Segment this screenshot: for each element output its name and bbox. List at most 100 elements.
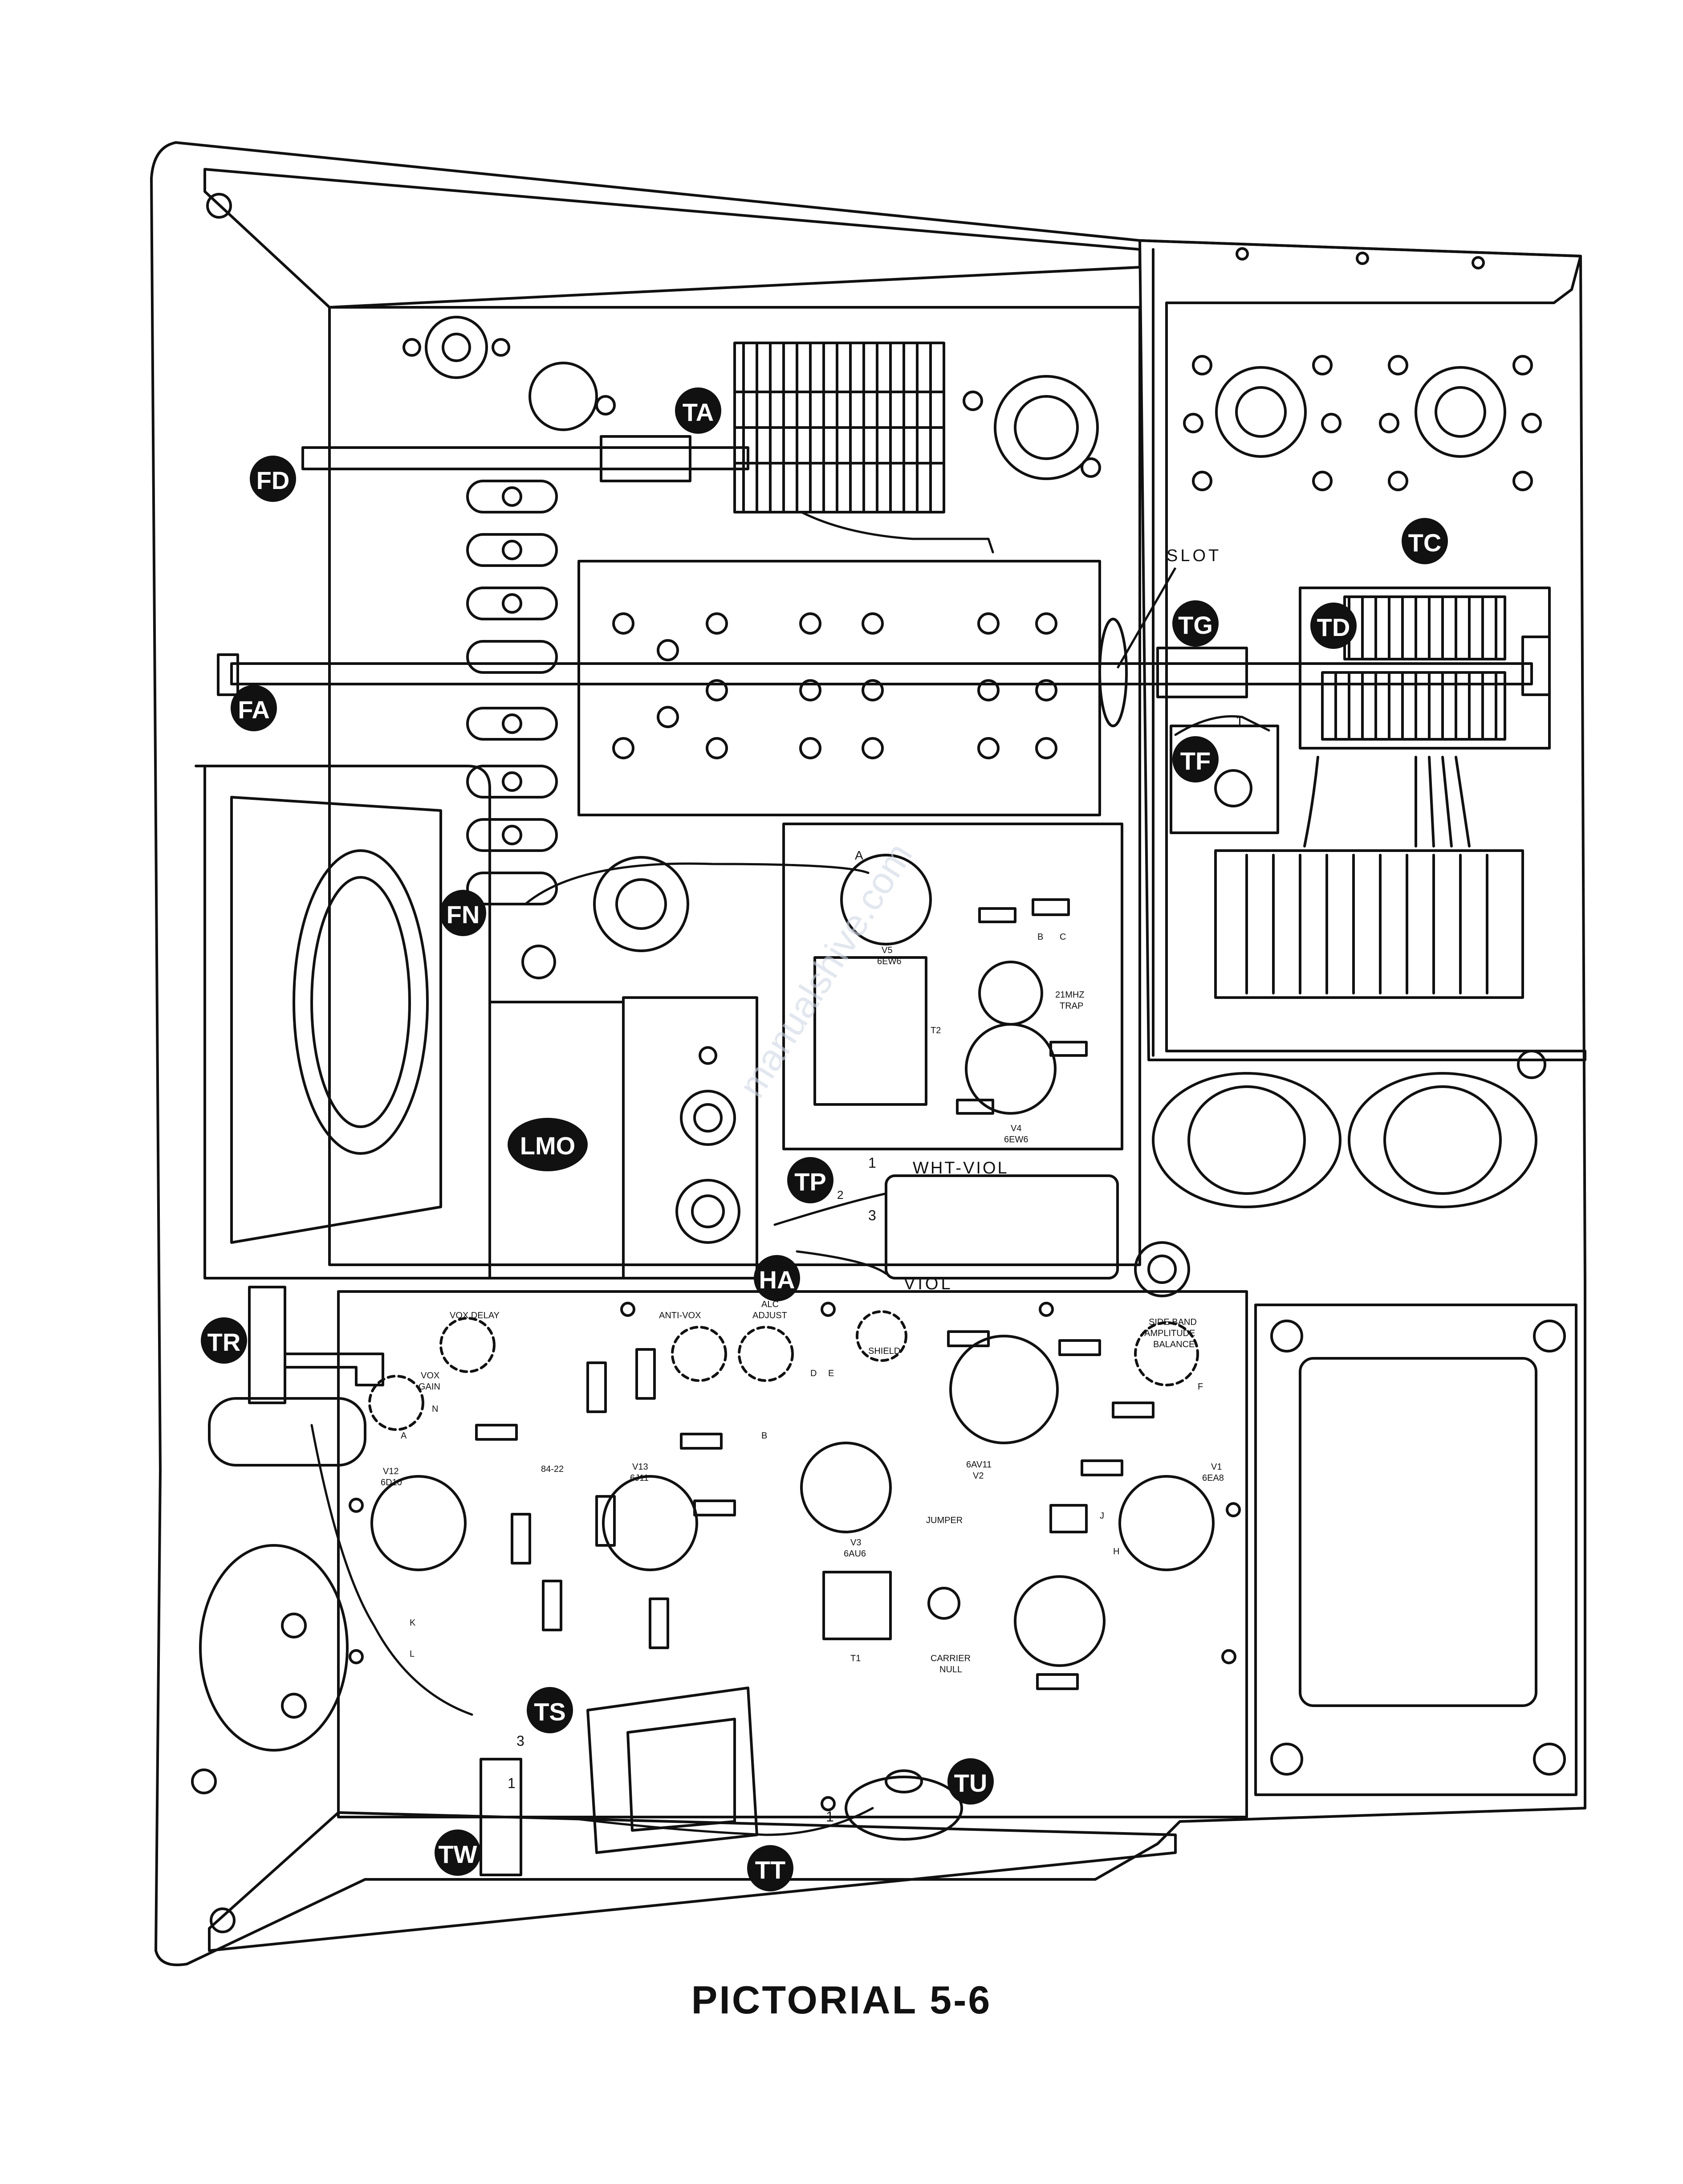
filter-capacitor [199, 1544, 349, 1752]
tf-bracket [1170, 725, 1279, 834]
screw [963, 391, 983, 411]
meter-frame [195, 765, 491, 1279]
svg-text:TF: TF [1180, 747, 1211, 775]
label-pt-a: A [401, 1431, 407, 1441]
svg-text:TP: TP [794, 1168, 826, 1196]
perforated-plate [577, 560, 1101, 816]
svg-text:FA: FA [238, 696, 270, 724]
power-transistors [1134, 1050, 1546, 1297]
label-pin-1: 1 [1236, 713, 1244, 729]
chassis-screw [191, 1768, 217, 1794]
svg-text:FD: FD [256, 466, 290, 494]
callout-tu: TU [947, 1758, 994, 1805]
grommet [521, 945, 556, 979]
label-pin-2: 2 [837, 1188, 843, 1202]
label-v2-type: V2 [973, 1471, 984, 1481]
tube-socket [1215, 366, 1506, 458]
label-slot: SLOT [1167, 546, 1221, 565]
label-vox-gain-2: GAIN [419, 1382, 440, 1392]
label-pt-b: B [1037, 932, 1043, 942]
svg-text:TU: TU [954, 1769, 988, 1797]
label-v1-type: 6EA8 [1202, 1473, 1224, 1483]
label-pin-1: 1 [826, 1809, 834, 1825]
label-pt-k: K [410, 1618, 416, 1628]
svg-text:LMO: LMO [520, 1132, 575, 1160]
label-v2: 6AV11 [966, 1460, 992, 1470]
label-pt-f: F [1198, 1382, 1203, 1392]
blank-panel [885, 1174, 1119, 1279]
label-v13: V13 [632, 1462, 648, 1472]
potentiometer-tu [845, 1769, 963, 1841]
label-v3: V3 [850, 1538, 861, 1548]
callout-fd: FD [250, 456, 296, 502]
callout-tp: TP [787, 1157, 833, 1203]
svg-text:TR: TR [207, 1328, 241, 1356]
label-v12: V12 [383, 1467, 399, 1476]
band-switch [733, 342, 945, 513]
callout-fa: FA [231, 685, 277, 731]
wiring [310, 511, 1270, 1836]
label-pt-l: L [410, 1649, 415, 1659]
label-sideband-3: BALANCE [1153, 1340, 1195, 1349]
svg-text:TD: TD [1317, 613, 1350, 641]
label-pin-1: 1 [508, 1775, 516, 1791]
small-socket-inner [442, 333, 471, 362]
chassis-screw [210, 1907, 236, 1933]
svg-text:FN: FN [447, 900, 480, 929]
callout-td: TD [1310, 603, 1357, 649]
small-transformer [480, 1687, 758, 1876]
terminal-strips [466, 480, 558, 905]
label-viol: VIOL [904, 1275, 953, 1293]
potentiometer [528, 362, 598, 431]
label-jumper: JUMPER [926, 1516, 963, 1525]
svg-text:TG: TG [1178, 611, 1213, 639]
label-v12-type: 6D10 [381, 1478, 402, 1487]
tf-nut [1214, 769, 1252, 807]
label-shield: SHIELD [868, 1346, 900, 1356]
coil [1214, 756, 1524, 999]
shield-box-wall [1152, 248, 1168, 1057]
component-labels: SLOT WHT-VIOL VIOL 1 2 3 1 3 1 1 A B C V… [381, 546, 1244, 1825]
callout-tc: TC [1402, 518, 1448, 564]
callout-lmo: LMO [508, 1118, 588, 1171]
callout-ts: TS [527, 1687, 573, 1733]
callout-ha: HA [754, 1255, 800, 1301]
label-v5: V5 [882, 945, 892, 955]
callout-ta: TA [675, 387, 721, 434]
small-socket [425, 316, 488, 379]
label-v5-type: 6EW6 [877, 957, 901, 966]
label-pin-1: 1 [868, 1155, 876, 1171]
label-carrier-1: CARRIER [931, 1654, 971, 1663]
label-v4: V4 [1011, 1124, 1021, 1133]
label-t2: T2 [931, 1026, 941, 1035]
figure-caption: PICTORIAL 5-6 [691, 1978, 992, 2022]
main-board [337, 1290, 1248, 1818]
callout-fn: FN [440, 890, 486, 936]
svg-text:TW: TW [438, 1840, 477, 1868]
cable-bracket [284, 1353, 384, 1386]
label-trap-2: TRAP [1060, 1001, 1083, 1011]
shield-box-holes [1183, 247, 1542, 491]
label-t1: T1 [850, 1654, 861, 1663]
label-sideband-1: SIDE BAND [1149, 1317, 1197, 1327]
callout-tt: TT [747, 1845, 793, 1891]
label-alc-1: ALC [761, 1300, 779, 1309]
label-trap-1: 21MHZ [1055, 990, 1085, 1000]
label-pt-h: H [1113, 1547, 1119, 1557]
mic-connector [208, 1286, 366, 1467]
label-sideband-2: AMPLITUDE [1144, 1328, 1195, 1338]
svg-text:HA: HA [759, 1266, 795, 1294]
octal-socket [994, 375, 1099, 480]
label-pt-a: A [855, 848, 863, 862]
chassis-flange-bottom [208, 1811, 1177, 1952]
label-pt-d: D [810, 1369, 817, 1378]
label-v13-type: 6J11 [630, 1473, 649, 1483]
label-v1: V1 [1211, 1462, 1222, 1472]
label-carrier-2: NULL [939, 1665, 962, 1675]
label-vox-gain-1: VOX [421, 1371, 439, 1381]
octal-socket-2 [593, 856, 689, 952]
power-transformer [1254, 1304, 1577, 1796]
label-pin-3: 3 [516, 1733, 524, 1749]
label-vox-delay: VOX DELAY [450, 1311, 500, 1320]
